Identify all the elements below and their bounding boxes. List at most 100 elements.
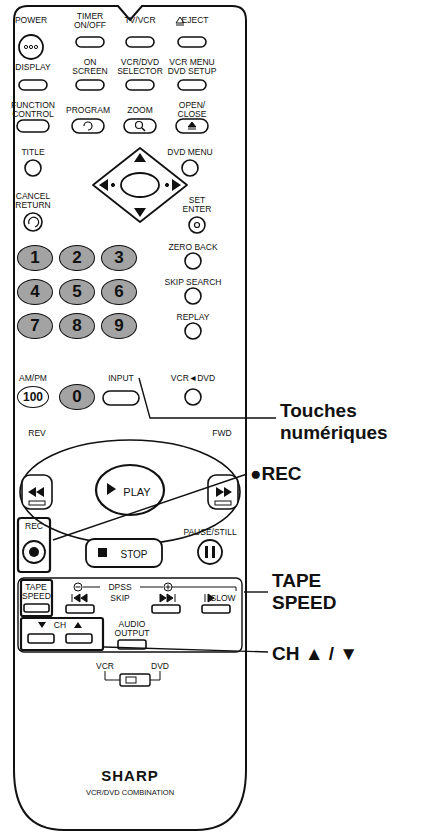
remote-part <box>29 501 45 505</box>
button-label: SLOW <box>210 594 235 603</box>
button-digit: 3 <box>114 249 123 267</box>
button-label: ZERO BACK <box>168 243 217 252</box>
remote-part <box>29 217 39 227</box>
remote-part <box>24 213 42 231</box>
leader-line <box>244 591 268 592</box>
remote-part <box>76 80 104 90</box>
button-digit: 0 <box>72 388 81 406</box>
remote-part <box>19 80 47 90</box>
remote-part <box>34 45 37 48</box>
remote-part <box>172 587 236 591</box>
button-digit: 7 <box>30 317 39 335</box>
remote-part <box>28 634 54 643</box>
remote-part <box>21 618 103 650</box>
remote-part <box>19 35 43 59</box>
remote-part <box>74 583 82 591</box>
remote-part <box>185 389 201 405</box>
callout-label: ●REC <box>250 463 302 485</box>
callout-label: CH ▲ / ▼ <box>272 643 358 665</box>
button-digit: 6 <box>114 283 123 301</box>
number-button: 9 <box>101 313 137 339</box>
remote-part <box>18 578 242 652</box>
button-label: PROGRAM <box>66 106 110 115</box>
remote-part <box>96 465 164 515</box>
remote-part <box>29 45 32 48</box>
number-button: 100 <box>17 386 49 408</box>
remote-part <box>20 440 240 544</box>
button-label: CANCEL RETURN <box>13 192 53 210</box>
button-digit: 8 <box>72 317 81 335</box>
button-label: PLAY <box>123 486 150 498</box>
remote-part <box>25 160 41 176</box>
button-label: INPUT <box>108 374 134 383</box>
button-label: VCR◄DVD <box>171 374 215 383</box>
button-label: ON SCREEN <box>71 58 109 76</box>
remote-part <box>84 122 92 130</box>
callout-label: Touches numériques <box>280 400 435 444</box>
remote-part <box>99 153 181 217</box>
remote-part <box>195 223 200 228</box>
button-digit: 9 <box>114 317 123 335</box>
remote-part <box>176 119 208 133</box>
button-label: DVD <box>151 662 169 671</box>
remote-part <box>111 183 114 186</box>
remote-part <box>215 501 231 505</box>
remote-part <box>17 120 49 132</box>
button-label: TV/VCR <box>124 16 155 25</box>
remote-part <box>178 37 206 47</box>
remote-part <box>22 475 52 509</box>
number-button: 3 <box>101 245 137 271</box>
remote-part <box>124 119 156 133</box>
remote-part <box>98 548 107 557</box>
remote-part <box>208 475 238 509</box>
remote-part <box>29 547 39 557</box>
button-label: CH <box>54 621 66 630</box>
leader-line <box>139 378 276 418</box>
remote-part <box>152 605 180 613</box>
number-button: 7 <box>17 313 53 339</box>
remote-part <box>105 671 160 680</box>
remote-part <box>142 128 145 131</box>
remote-part <box>66 634 92 643</box>
remote-part <box>76 587 81 588</box>
remote-part <box>53 378 276 652</box>
remote-part <box>126 80 154 90</box>
remote-part <box>216 487 232 497</box>
remote-part <box>178 80 206 90</box>
button-label: REC <box>25 522 43 531</box>
remote-part <box>189 217 205 233</box>
remote-part <box>160 594 175 602</box>
button-label: VCR <box>96 662 114 671</box>
remote-part <box>66 605 94 613</box>
number-button: 0 <box>59 384 95 410</box>
remote-part <box>185 288 201 304</box>
button-digit: 100 <box>23 388 43 406</box>
button-label: FUNCTION CONTROL <box>9 101 57 119</box>
remote-part <box>164 583 172 591</box>
button-digit: 1 <box>30 249 39 267</box>
button-digit: 2 <box>72 249 81 267</box>
button-label: SHARP <box>101 768 159 784</box>
button-label: AM/PM <box>19 374 47 383</box>
remote-part <box>18 518 50 572</box>
remote-part <box>182 160 198 176</box>
number-button: 5 <box>59 279 95 305</box>
button-label: EJECT <box>182 16 209 25</box>
button-digit: 4 <box>30 283 39 301</box>
remote-part <box>72 119 104 133</box>
remote-part <box>136 122 143 129</box>
leader-line <box>104 647 268 652</box>
remote-part <box>126 677 136 683</box>
remote-part <box>121 173 159 197</box>
number-button: 2 <box>59 245 95 271</box>
remote-part <box>24 604 49 612</box>
remote-part <box>103 391 139 405</box>
button-label: SKIP SEARCH <box>164 278 221 287</box>
remote-part <box>205 546 208 558</box>
number-button: 4 <box>17 279 53 305</box>
button-digit: 5 <box>72 283 81 301</box>
remote-part <box>198 540 222 564</box>
button-label: DPSS <box>108 583 131 592</box>
remote-part <box>166 585 171 590</box>
